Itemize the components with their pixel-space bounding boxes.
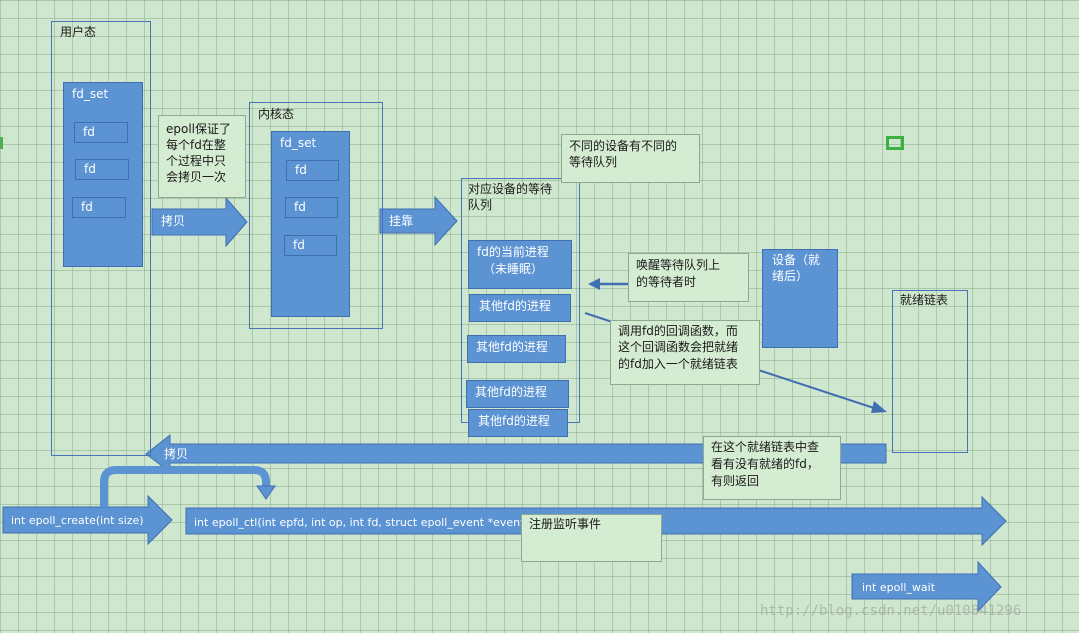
current-process-line-2: （未睡眠） <box>483 262 544 276</box>
fd-label: fd <box>83 125 95 139</box>
kernel-fd-item-1: fd <box>286 160 339 181</box>
user-fd-set-label: fd_set <box>72 87 109 101</box>
user-fd-item-2: fd <box>75 159 129 180</box>
create-to-ctl-connector <box>100 466 270 507</box>
other-process-label: 其他fd的进程 <box>475 385 547 399</box>
user-space-region <box>51 21 151 456</box>
selection-handle-marker <box>886 136 904 150</box>
user-fd-item-3: fd <box>72 197 126 218</box>
device-line-1: 设备（就 <box>772 253 821 267</box>
hang-arrow-shape <box>379 195 458 247</box>
other-process-item-2: 其他fd的进程 <box>467 335 566 363</box>
kernel-fd-set-label: fd_set <box>280 136 317 150</box>
wake-arrowhead <box>588 278 600 290</box>
wake-line-2: 的等待者时 <box>636 275 697 289</box>
kernel-space-region <box>249 102 383 329</box>
epoll-create-arrow-shape <box>2 494 173 546</box>
kernel-fd-item-2: fd <box>285 197 338 218</box>
ready-list-label: 就绪链表 <box>900 293 949 307</box>
epoll-note-line-4: 会拷贝一次 <box>166 170 227 184</box>
callback-line-1: 调用fd的回调函数，而 <box>618 324 738 338</box>
copy-arrow-shape <box>151 196 248 248</box>
check-line-3: 有则返回 <box>711 474 760 488</box>
wait-queue-title-line-2: 队列 <box>468 198 493 212</box>
different-queue-note <box>561 134 700 183</box>
fd-label: fd <box>294 200 306 214</box>
left-edge-marker <box>0 137 3 149</box>
other-process-label: 其他fd的进程 <box>479 299 551 313</box>
wake-waiters-note <box>628 253 749 302</box>
fd-label: fd <box>293 238 305 252</box>
epoll-note-line-2: 每个fd在整 <box>166 138 226 152</box>
check-line-2: 看有没有就绪的fd， <box>711 457 819 471</box>
callback-arrowhead <box>871 401 887 413</box>
kernel-fd-set-block <box>271 131 350 317</box>
copy-back-label: 拷贝 <box>164 447 189 461</box>
check-line-1: 在这个就绪链表中查 <box>711 440 820 454</box>
wake-line-1: 唤醒等待队列上 <box>636 258 721 272</box>
wait-queue-title-line-1: 对应设备的等待 <box>468 182 553 196</box>
fd-label: fd <box>81 200 93 214</box>
register-event-note <box>521 514 662 562</box>
epoll-note-line-3: 个过程中只 <box>166 154 227 168</box>
user-fd-item-1: fd <box>74 122 128 143</box>
ready-list-region <box>892 290 968 453</box>
other-process-label: 其他fd的进程 <box>476 340 548 354</box>
different-queue-line-2: 等待队列 <box>569 155 618 169</box>
callback-note <box>610 320 760 385</box>
current-process-line-1: fd的当前进程 <box>477 245 549 259</box>
watermark-text: http://blog.csdn.net/u010841296 <box>760 603 1022 619</box>
epoll-wait-arrow-shape <box>851 560 1002 613</box>
epoll-note-line-1: epoll保证了 <box>166 122 232 136</box>
device-ready-block <box>762 249 838 348</box>
callback-line-2: 这个回调函数会把就绪 <box>618 340 739 354</box>
fd-label: fd <box>295 163 307 177</box>
user-space-label: 用户态 <box>60 25 97 39</box>
callback-line-3: 的fd加入一个就绪链表 <box>618 357 738 371</box>
epoll-copy-once-note <box>158 115 246 198</box>
fd-label: fd <box>84 162 96 176</box>
check-ready-note <box>703 436 841 500</box>
epoll-ctl-label: int epoll_ctl(int epfd, int op, int fd, … <box>194 516 529 529</box>
other-process-item-4: 其他fd的进程 <box>468 409 568 437</box>
create-to-ctl-arrowhead <box>256 485 276 500</box>
kernel-fd-item-3: fd <box>284 235 337 256</box>
copy-arrow-label: 拷贝 <box>161 214 186 228</box>
hang-arrow-label: 挂靠 <box>389 214 414 228</box>
epoll-create-label: int epoll_create(int size) <box>11 514 144 527</box>
different-queue-line-1: 不同的设备有不同的 <box>569 139 678 153</box>
kernel-label: 内核态 <box>258 107 295 121</box>
other-process-item-3: 其他fd的进程 <box>466 380 569 408</box>
device-line-2: 绪后） <box>772 269 809 283</box>
other-process-label: 其他fd的进程 <box>478 414 550 428</box>
epoll-wait-label: int epoll_wait <box>862 581 936 594</box>
register-event-label: 注册监听事件 <box>529 517 602 531</box>
other-process-item-1: 其他fd的进程 <box>469 294 571 322</box>
current-process-item <box>468 240 572 289</box>
